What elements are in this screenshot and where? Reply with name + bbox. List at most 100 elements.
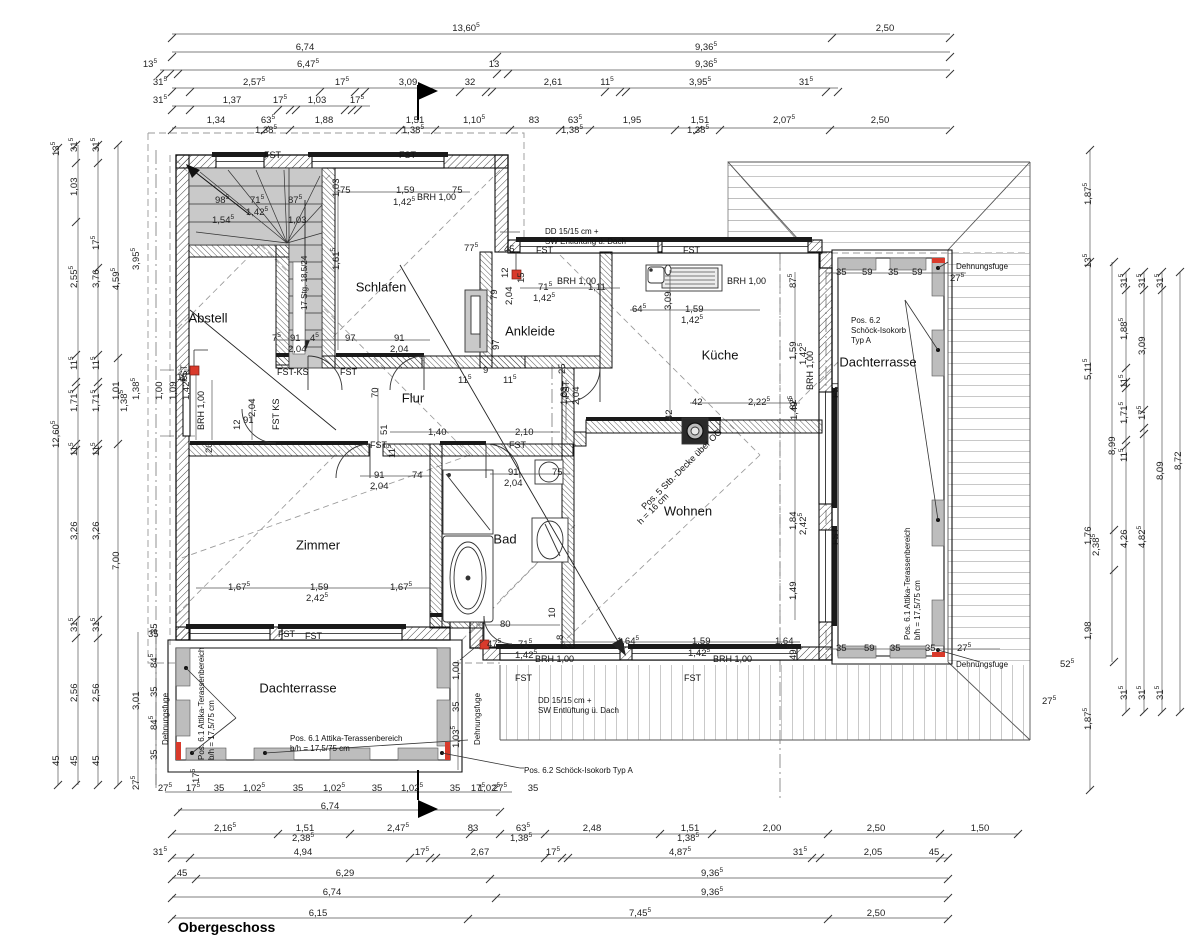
dimension-text: 6,475 [296,57,320,70]
dimension-text: 1,385 [509,831,533,844]
dimension-text: 45 [928,847,940,858]
fst-label: FST [683,245,700,255]
dimension-text: 315 [89,137,102,152]
dimension-text: 2,385 [1089,533,1102,556]
dimension-text: 1,385 [254,123,278,136]
dimension-text: 2,425 [796,512,809,535]
dimension-text: 2,04 [504,286,515,306]
dimension-lines [57,33,1181,919]
room-label: Dachterrasse [259,680,337,696]
dimension-text: 475 [487,637,502,650]
dimension-text: 35 [371,783,383,794]
dimension-text: 35 [449,783,461,794]
dimension-text: 1,425 [246,205,269,218]
dimension-text: 1,885 [1117,317,1130,340]
annotation-note-vertical: b/h = 17,5/75 cm [207,700,216,760]
dimension-text: 59 [912,267,923,278]
dimension-text: 80 [500,619,511,630]
fst-label: FST [684,673,701,683]
dimension-text: 2,04 [247,398,258,418]
dimension-text: 1,95 [622,115,642,126]
dimension-text: 115 [600,75,614,88]
dimension-text: 1,025 [322,781,346,794]
staircase [186,164,323,369]
fst-label: FST [305,631,322,641]
dimension-text: 1,51 [295,823,315,834]
dimension-text: 9,365 [700,885,724,898]
dimension-text: 1,615 [329,247,342,270]
dimension-text: 97 [491,339,502,350]
section-marker-bottom [417,770,438,818]
roof-hatch-lower-right [499,661,1031,741]
dimension-text: 115 [1117,448,1130,463]
room-label: Ankleide [505,323,555,339]
dimension-text: 1,035 [449,725,462,748]
dimension-text: 175 [334,75,350,88]
annotation-note: Typ A [851,336,872,345]
dimension-text: 315 [152,845,168,858]
dimension-text: 2,48 [582,823,602,834]
annotation-note-vertical: Dehnungsfuge [161,692,170,745]
fst-label: FST [830,528,840,545]
dimension-text: 175 [185,781,201,794]
dimension-text: 1,025 [477,781,501,794]
dimension-text: 175 [189,768,202,783]
dimension-text: 2,385 [291,831,315,844]
dimension-text: 8 [555,634,566,640]
dimension-text: 1,59 [310,582,329,593]
dimension-text: 2,56 [69,683,80,703]
dimension-text: 1,49 [788,581,799,601]
dimension-text: 1,03 [331,178,342,198]
dimension-text: 51 [379,424,390,435]
dimension-text: 2,165 [213,821,237,834]
room-label: Flur [401,390,425,406]
dimension-text: 315 [152,75,168,88]
dimension-text: 8,72 [1173,451,1184,471]
dimension-text: 20 [204,442,215,453]
fst-label: FST [278,629,295,639]
dimension-text: 1,40 [428,427,447,438]
dimension-text: 275 [950,271,965,284]
dimension-text: 175 [89,235,102,250]
dimension-text: 6,74 [320,801,340,812]
dimension-text: 4,825 [1135,525,1148,548]
dimension-text: 6,15 [308,908,328,919]
dimension-text: 35 [890,643,901,654]
dimension-text: 315 [1117,273,1130,288]
dimension-text: 35 [527,783,539,794]
annotation-note-vertical: Pos. 6.1 Attika-Terassenbereich [197,647,206,760]
dimension-text: 315 [67,617,80,632]
dimension-text: 1,675 [390,580,413,593]
dimension-text: 1,715 [67,389,80,412]
dimension-text: 13,605 [452,21,480,34]
fst-label: FST [370,440,387,450]
dimension-text: 35 [925,643,936,654]
fst-label: FST [399,150,416,160]
dimension-text: 2,05 [863,847,883,858]
dimension-text: 1,385 [676,831,700,844]
dimension-text: 35 [149,686,160,697]
dimension-text: 45 [176,868,188,879]
dimension-text: 175 [414,845,430,858]
annotation-note: DD 15/15 cm + [538,696,592,705]
dimension-text: 1,875 [1081,707,1094,730]
dimension-text: 2,00 [762,823,782,834]
brh-label: BRH 1,00 [727,276,767,286]
dimension-text: 3,955 [688,75,712,88]
dimension-text: 4,875 [668,845,692,858]
dimension-text: 1,03 [69,177,80,197]
dimension-text: 2,075 [772,113,796,126]
dimension-text: 1,425 [515,648,538,661]
dimension-text: 275 [492,781,508,794]
fst-label: FST KS [271,398,281,430]
dimension-text: 7,455 [628,906,652,919]
annotation-note: Pos. 6.2 [851,316,881,325]
annotation-note: Pos. 6.2 Schöck-Isokorb Typ A [524,766,633,775]
annotation-note: SW Entlüftung ü. Dach [545,237,626,246]
dimension-text: 13 [488,59,500,70]
dimension-text: 75 [452,185,463,196]
terrace-left [167,639,524,773]
dimension-text: 15 [516,272,527,283]
dimension-text: 1,03 [288,215,307,226]
dimension-text: 35 [149,623,160,634]
